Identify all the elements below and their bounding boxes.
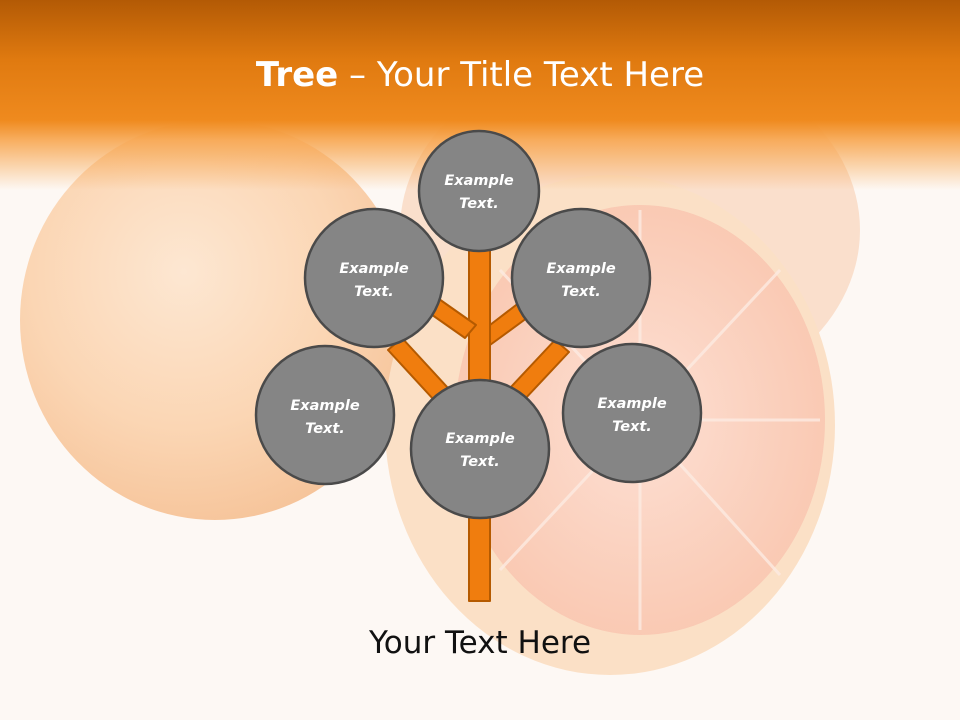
svg-text:Example: Example bbox=[445, 431, 515, 447]
title-bold-word: Tree bbox=[255, 55, 339, 95]
branch-lower-left bbox=[387, 337, 449, 401]
node-upper-right: Example Text. bbox=[510, 207, 652, 349]
svg-text:Text.: Text. bbox=[305, 421, 345, 437]
tree-nodes: Example Text. Example Text. Example Text… bbox=[254, 129, 703, 520]
slide-title: Tree – Your Title Text Here bbox=[0, 52, 960, 98]
svg-text:Example: Example bbox=[546, 261, 616, 277]
node-center: Example Text. bbox=[409, 378, 551, 520]
svg-text:Example: Example bbox=[290, 398, 360, 414]
node-lower-left: Example Text. bbox=[254, 344, 396, 486]
svg-text:Example: Example bbox=[444, 173, 514, 189]
svg-text:Example: Example bbox=[597, 396, 667, 412]
svg-text:Text.: Text. bbox=[459, 196, 499, 212]
footer-text: Your Text Here bbox=[368, 625, 592, 661]
node-top: Example Text. bbox=[417, 129, 541, 253]
svg-text:Text.: Text. bbox=[612, 419, 652, 435]
node-upper-left: Example Text. bbox=[303, 207, 445, 349]
node-right: Example Text. bbox=[561, 342, 703, 484]
title-dash: – bbox=[338, 55, 377, 95]
svg-text:Text.: Text. bbox=[561, 284, 601, 300]
svg-text:Text.: Text. bbox=[354, 284, 394, 300]
title-text: Your Title Text Here bbox=[376, 55, 705, 95]
svg-text:Example: Example bbox=[339, 261, 409, 277]
svg-text:Text.: Text. bbox=[460, 454, 500, 470]
